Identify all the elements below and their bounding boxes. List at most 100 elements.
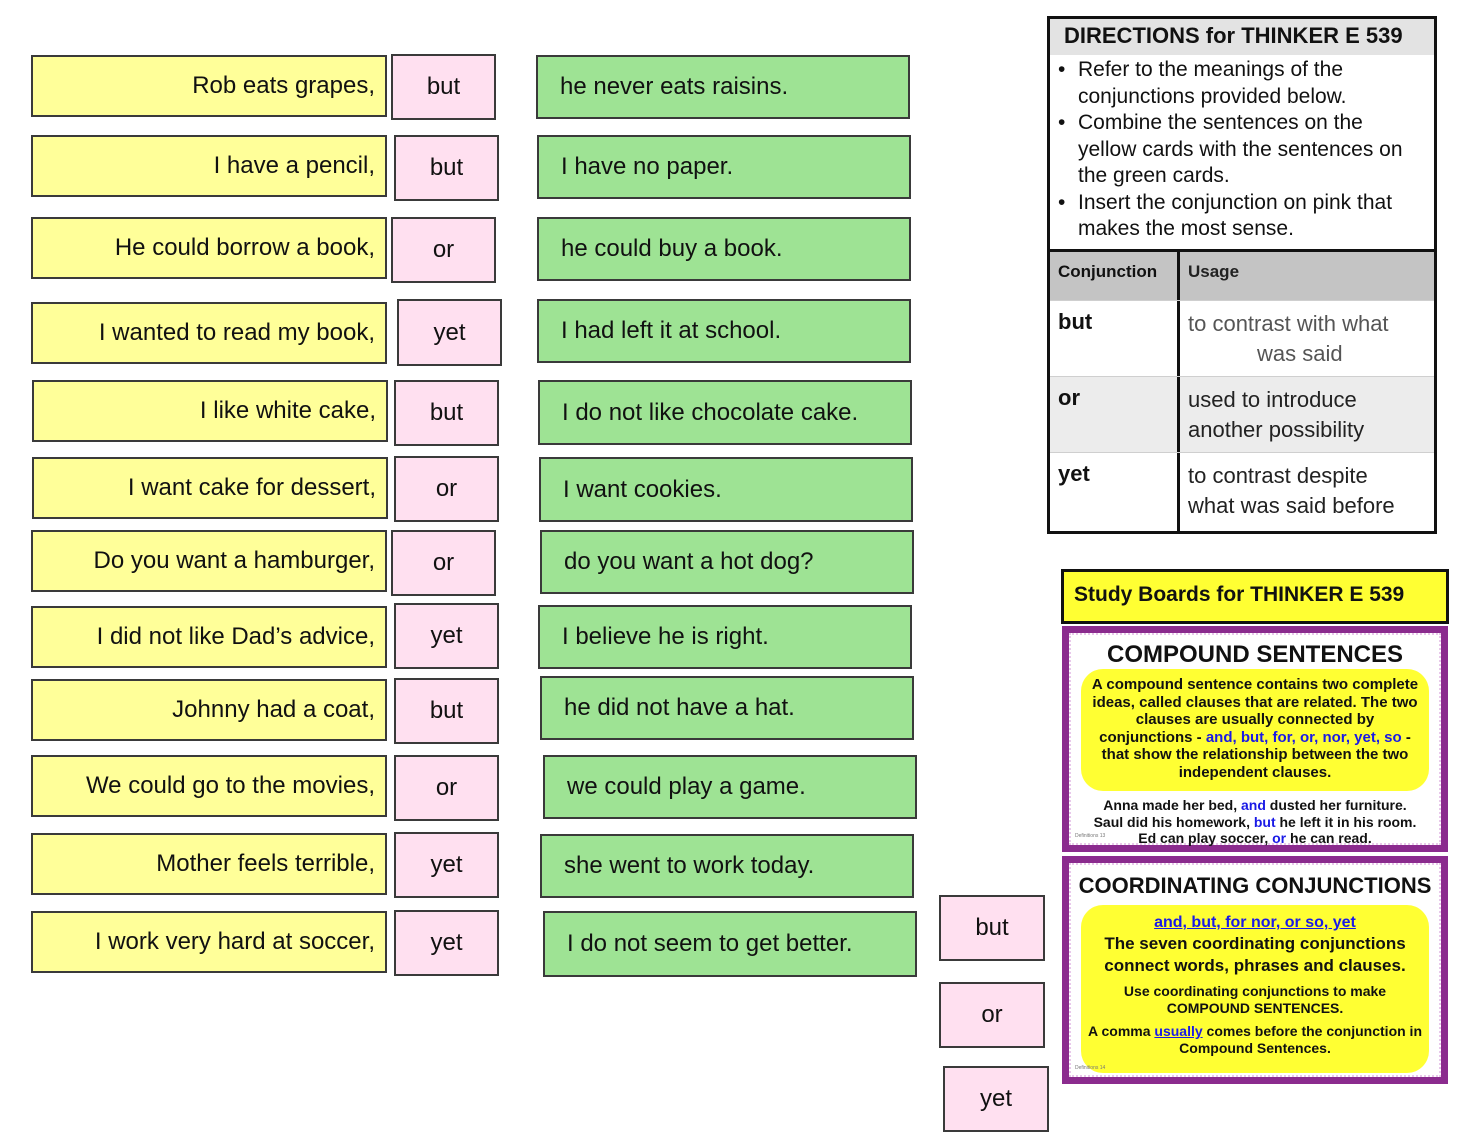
clause1-card[interactable]: I like white cake, [32,380,388,442]
definition-text: A comma [1088,1023,1155,1039]
table-cell-word: yet [1050,453,1180,531]
clause2-card[interactable]: he could buy a book. [537,217,911,281]
example-conjunction: and [1241,797,1266,813]
clause1-card[interactable]: I wanted to read my book, [31,302,387,364]
directions-item: • Refer to the meanings of the conjunctio… [1058,57,1424,110]
clause2-card[interactable]: I do not like chocolate cake. [538,380,912,445]
conjunction-list: and, but, for nor, or so, yet [1154,914,1356,931]
conjunction-card[interactable]: or [391,530,496,596]
definition-text: comes before the conjunction in Compound… [1179,1023,1422,1056]
directions-item-text: Refer to the meanings of the conjunction… [1078,58,1347,108]
clause2-card[interactable]: he did not have a hat. [540,676,914,740]
clause1-card[interactable]: I want cake for dessert, [32,457,388,519]
clause1-card[interactable]: Mother feels terrible, [31,833,387,895]
coordinating-conjunctions-board[interactable]: COORDINATING CONJUNCTIONS and, but, for … [1062,856,1448,1084]
conjunction-card[interactable]: but [394,678,499,744]
directions-title: DIRECTIONS for THINKER E 539 [1050,19,1434,55]
header-usage: Usage [1188,262,1240,281]
example-conjunction: but [1253,813,1276,830]
table-cell-usage: to contrast with what was said [1180,301,1434,376]
clause1-card[interactable]: We could go to the movies, [31,755,387,817]
usage-line: to contrast with what [1188,311,1389,336]
directions-item-text: Insert the conjunction on pink that make… [1078,190,1393,241]
bullet-icon: • [1058,190,1066,214]
conjunction-card[interactable]: but [394,380,499,446]
clause2-card[interactable]: she went to work today. [540,834,914,898]
clause2-card[interactable]: I had left it at school. [537,299,911,363]
spare-conjunction-card[interactable]: but [939,895,1045,961]
conjunction-card[interactable]: but [391,54,496,120]
board-definition: A compound sentence contains two complet… [1081,669,1429,791]
conjunction-table: Conjunction Usage but to contrast with w… [1047,252,1437,534]
table-row: yet to contrast despite what was said bef… [1050,452,1434,531]
definition-text: Use coordinating conjunctions to make CO… [1123,983,1387,1016]
conjunction-card[interactable]: or [394,456,499,522]
board-definition: and, but, for nor, or so, yet The seven … [1081,905,1429,1073]
conjunction-list: and, but, for, or, nor, yet, so [1205,728,1402,746]
conjunction-card[interactable]: but [394,135,499,201]
example-text: he left it in his room. [1275,813,1417,830]
directions-box: DIRECTIONS for THINKER E 539 • Refer to t… [1047,16,1437,252]
board-title: COMPOUND SENTENCES [1106,641,1404,668]
definition-text: A compound sentence contains two complet… [1091,676,1419,746]
clause2-card[interactable]: I believe he is right. [538,605,912,669]
definition-text: A comma usually comes before the conjunc… [1087,1023,1423,1057]
clause2-card[interactable]: I want cookies. [539,457,913,522]
example-text: dusted her furniture. [1265,797,1407,813]
emphasis-word: usually [1154,1023,1203,1039]
table-cell-usage: used to introduce another possibility [1180,377,1434,452]
example-line: Ed can play soccer, or he can read. [1071,830,1439,847]
clause2-card[interactable]: I have no paper. [537,135,911,199]
clause1-card[interactable]: He could borrow a book, [31,217,387,279]
directions-item: • Insert the conjunction on pink that mak… [1058,190,1424,243]
example-line: Anna made her bed, and dusted her furnit… [1071,797,1439,814]
table-cell-word: or [1050,377,1180,452]
conjunction-card[interactable]: yet [394,832,499,898]
clause1-card[interactable]: I did not like Dad’s advice, [31,606,387,668]
example-conjunction: or [1272,830,1287,846]
clause2-card[interactable]: I do not seem to get better. [543,911,917,977]
clause2-card[interactable]: do you want a hot dog? [540,530,914,594]
spare-conjunction-card[interactable]: or [939,982,1045,1048]
board-examples: Anna made her bed, and dusted her furnit… [1071,797,1439,847]
bullet-icon: • [1058,111,1066,134]
bullet-icon: • [1058,58,1066,81]
usage-line: what was said before [1188,493,1395,518]
example-text: he can read. [1286,830,1372,846]
directions-item: • Combine the sentences on the yellow car… [1058,110,1424,190]
usage-line: was said [1257,341,1343,366]
board-footer: Definitions 14 [1075,1065,1106,1071]
definition-text: - that show the relationship between the… [1101,728,1411,781]
table-row: or used to introduce another possibility [1050,376,1434,452]
study-boards-title: Study Boards for THINKER E 539 [1061,569,1449,624]
spare-conjunction-card[interactable]: yet [943,1066,1049,1132]
conjunction-card[interactable]: yet [394,910,499,976]
usage-line: to contrast despite [1188,463,1368,488]
header-conjunction: Conjunction [1050,252,1180,300]
clause2-card[interactable]: he never eats raisins. [536,55,910,119]
clause1-card[interactable]: Do you want a hamburger, [31,530,387,592]
example-line: Saul did his homework, but he left it in… [1071,814,1439,831]
clause1-card[interactable]: I have a pencil, [31,135,387,197]
compound-sentences-board[interactable]: COMPOUND SENTENCES A compound sentence c… [1062,626,1448,852]
definition-text: The seven coordinating conjunctions conn… [1104,934,1406,975]
clause1-card[interactable]: Johnny had a coat, [31,679,387,741]
clause1-card[interactable]: I work very hard at soccer, [31,911,387,973]
board-inner: COORDINATING CONJUNCTIONS and, but, for … [1069,863,1441,1077]
clause2-card[interactable]: we could play a game. [543,755,917,819]
directions-item-text: Combine the sentences on the yellow card… [1078,111,1403,187]
conjunction-card[interactable]: yet [394,603,499,669]
table-header-row: Conjunction Usage [1050,252,1434,300]
example-text: Saul did his homework, [1093,813,1254,830]
conjunction-card[interactable]: yet [397,299,502,366]
board-title: COORDINATING CONJUNCTIONS [1078,873,1432,898]
conjunction-card[interactable]: or [391,217,496,283]
usage-line: another possibility [1188,417,1365,442]
directions-list: • Refer to the meanings of the conjunctio… [1050,55,1434,243]
clause1-card[interactable]: Rob eats grapes, [31,55,387,117]
board-inner: COMPOUND SENTENCES A compound sentence c… [1069,633,1441,847]
example-text: Ed can play soccer, [1138,830,1273,846]
table-cell-word: but [1050,301,1180,376]
conjunction-card[interactable]: or [394,755,499,821]
usage-line: used to introduce [1188,387,1357,412]
